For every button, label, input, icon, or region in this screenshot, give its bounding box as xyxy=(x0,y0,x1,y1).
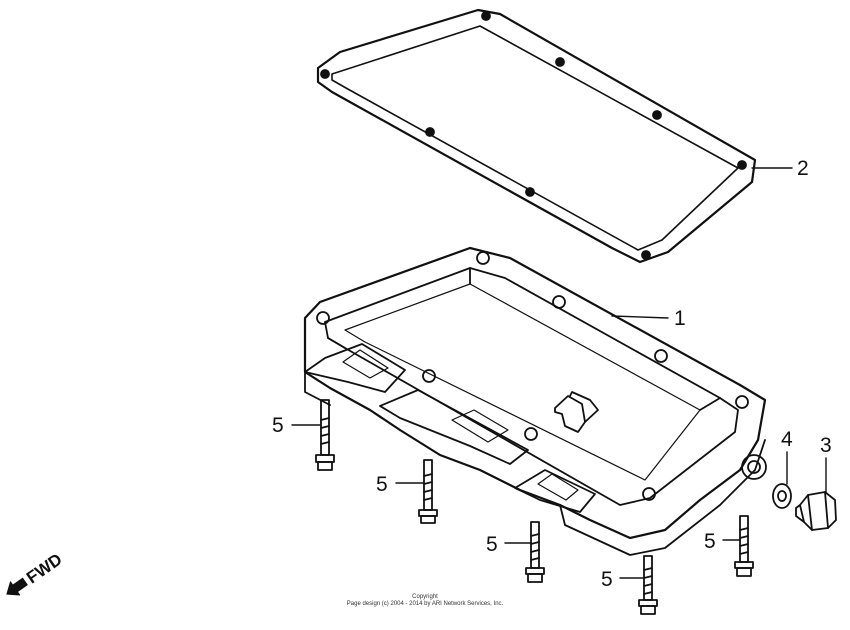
flange-bolt-1[interactable] xyxy=(315,399,335,471)
callout-5b: 5 xyxy=(376,473,388,496)
flange-bolt-3[interactable] xyxy=(525,521,545,583)
callout-5e: 5 xyxy=(601,568,613,591)
copyright-line-1: Copyright xyxy=(412,594,438,600)
flange-bolt-5[interactable] xyxy=(638,555,658,615)
fwd-label: FWD xyxy=(23,550,66,588)
callout-5a: 5 xyxy=(272,414,284,437)
callout-1: 1 xyxy=(674,307,686,330)
sealing-washer[interactable] xyxy=(772,483,792,509)
callout-5c: 5 xyxy=(486,533,498,556)
callout-2: 2 xyxy=(797,157,809,180)
copyright-line-2: Page design (c) 2004 - 2014 by ARI Netwo… xyxy=(346,601,504,607)
callout-5d: 5 xyxy=(704,530,716,553)
forward-arrow-icon xyxy=(6,577,28,596)
flange-bolt-4[interactable] xyxy=(734,515,754,577)
callout-4: 4 xyxy=(781,428,793,451)
gasket[interactable] xyxy=(316,8,757,264)
forward-direction-indicator: FWD xyxy=(6,550,66,596)
callout-3: 3 xyxy=(820,434,832,457)
leader-lines xyxy=(291,167,827,579)
drain-bolt[interactable] xyxy=(795,491,837,531)
flange-bolt-2[interactable] xyxy=(418,459,438,524)
oil-pan[interactable] xyxy=(303,246,767,556)
